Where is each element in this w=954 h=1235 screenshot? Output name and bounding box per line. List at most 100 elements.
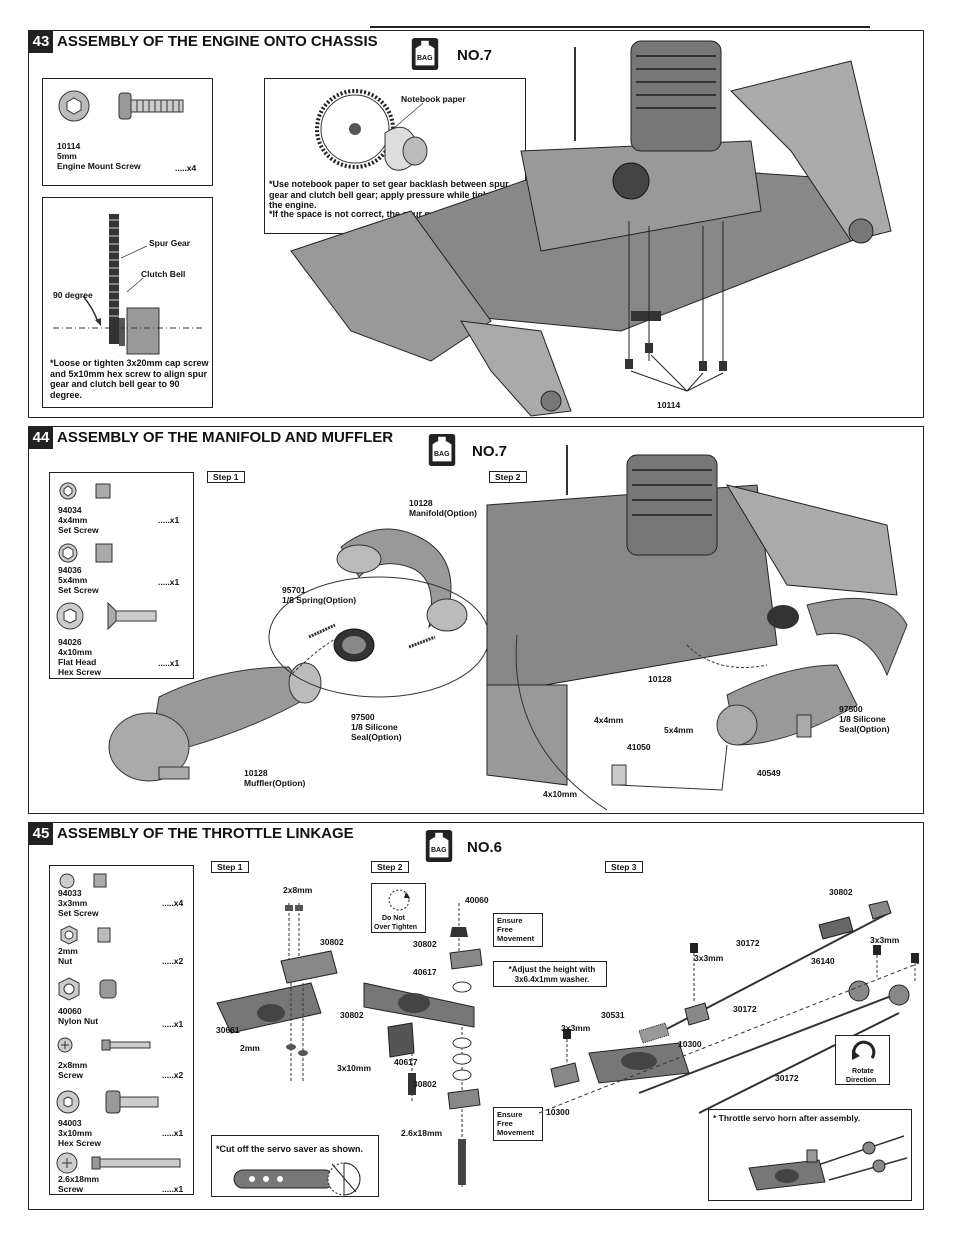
part-qty: .....x1: [162, 1019, 184, 1029]
part-name: Nut: [58, 956, 73, 966]
part-size: 5x4mm: [58, 575, 88, 585]
s3-30172b-label: 30172: [733, 1004, 757, 1014]
movement-label: Movement: [497, 1128, 535, 1137]
top-rule: [370, 26, 870, 28]
part-size: 2.6x18mm: [58, 1174, 100, 1184]
part-size: 4x10mm: [58, 647, 93, 657]
gear-alignment-box: Spur Gear Clutch Bell 90 degree *Loose o…: [42, 197, 213, 408]
part-size: 2mm: [58, 946, 78, 956]
section-title: ASSEMBLY OF THE MANIFOLD AND MUFFLER: [57, 429, 394, 446]
screw-icon: [118, 92, 184, 120]
servo-saver-box: *Cut off the servo saver as shown.: [211, 1135, 379, 1197]
angle-label: 90 degree: [53, 290, 93, 300]
bag-icon: [411, 37, 439, 71]
gear-note: *Loose or tighten 3x20mm cap screw and 5…: [50, 358, 209, 400]
s3-3x3b-label: 3x3mm: [870, 935, 900, 945]
do-not-label: Do Not: [382, 915, 405, 922]
notebook-paper-label: Notebook paper: [401, 94, 466, 104]
bag-number: NO.7: [457, 47, 493, 64]
section-title: ASSEMBLY OF THE THROTTLE LINKAGE: [57, 825, 354, 842]
assembled-horn-diagram: [748, 1135, 908, 1191]
servo-cut-note: *Cut off the servo saver as shown.: [216, 1144, 364, 1154]
long-screw-icon: [56, 1152, 181, 1174]
s3-30802-label: 30802: [829, 887, 853, 897]
servo-horn-step2-illustration: [363, 903, 483, 1188]
manifold-code: 10128: [409, 498, 433, 508]
screw-callout: 10114: [657, 400, 681, 410]
part-code: 94003: [58, 1118, 82, 1128]
s2-manifold-code: 10128: [648, 674, 672, 684]
muffler-chassis-illustration: [486, 445, 908, 811]
part-name: Set Screw: [58, 908, 99, 918]
clutch-bell-label: Clutch Bell: [141, 269, 186, 279]
paper-note-2: *If the space is not correct, the spur g…: [269, 209, 519, 219]
s2-40617b-label: 40617: [394, 1057, 418, 1067]
movement-label: Movement: [497, 934, 535, 943]
step-2-tag: Step 2: [371, 861, 409, 873]
seal-label-1: 1/8 Silicone: [351, 722, 398, 732]
direction-label: Direction: [846, 1077, 877, 1084]
bag-label: BAG: [434, 451, 450, 458]
part-code: 94034: [58, 505, 82, 515]
part-name: Hex Screw: [58, 1138, 101, 1148]
paper-note-1: *Use notebook paper to set gear backlash…: [269, 179, 516, 210]
s3-36140-label: 36140: [811, 956, 835, 966]
nut-icon: [60, 925, 111, 945]
rotate-arrow-icon: [852, 1040, 876, 1060]
dotted-circle-icon: [388, 889, 410, 911]
part-qty: .....x4: [175, 163, 197, 173]
part-name: Engine Mount Screw: [57, 161, 141, 171]
s2-40060-label: 40060: [465, 895, 489, 905]
bag-icon: [428, 433, 456, 467]
rotate-direction-box: Rotate Direction: [835, 1035, 890, 1085]
s1-30802-label: 30802: [320, 937, 344, 947]
s2-40549-label: 40549: [757, 768, 781, 778]
free-label: Free: [497, 1119, 513, 1128]
s2-5x4-label: 5x4mm: [664, 725, 694, 735]
part-qty: .....x1: [158, 515, 180, 525]
s1-2x8-label: 2x8mm: [283, 885, 313, 895]
part-name-2: Hex Screw: [58, 667, 101, 677]
part-size: 5mm: [57, 151, 77, 161]
adjust-height-note: *Adjust the height with 3x6.4x1mm washer…: [508, 965, 596, 984]
s3-10300b-label: 10300: [546, 1107, 570, 1117]
servo-saver-diagram: [233, 1162, 361, 1196]
spring-code: 95701: [282, 585, 306, 595]
chassis-engine-illustration: [290, 40, 892, 417]
part-qty: .....x2: [162, 956, 184, 966]
ensure-label: Ensure: [497, 916, 523, 925]
part-qty: .....x1: [158, 577, 180, 587]
part-qty: .....x1: [162, 1184, 184, 1194]
seal-label-2: Seal(Option): [351, 732, 402, 742]
over-tighten-label: Over Tighten: [374, 924, 418, 931]
ensure-label: Ensure: [497, 1110, 523, 1119]
parts-box: 10114 5mm Engine Mount Screw .....x4: [42, 78, 213, 186]
muffler-manifold-illustration: [108, 528, 490, 782]
s3-30531-label: 30531: [601, 1010, 625, 1020]
part-qty: .....x4: [162, 898, 184, 908]
hex-screw-icon: [56, 1090, 159, 1114]
parts-box: 94034 4x4mm Set Screw .....x1 94036 5x4m…: [49, 472, 194, 679]
section-44: 44 ASSEMBLY OF THE MANIFOLD AND MUFFLER …: [28, 426, 924, 814]
step-1-tag: Step 1: [211, 861, 249, 873]
bag-number: NO.7: [472, 443, 508, 460]
part-size: 3x10mm: [58, 1128, 93, 1138]
s1-2mm-label: 2mm: [240, 1043, 260, 1053]
s3-10300a-label: 10300: [678, 1039, 702, 1049]
spring-label: 1/8 Spring(Option): [282, 595, 357, 605]
s2-30802b-label: 30802: [340, 1010, 364, 1020]
part-qty: .....x1: [158, 658, 180, 668]
servo-horn-step1-illustration: [216, 903, 338, 1083]
s2-3x10-label: 3x10mm: [337, 1063, 372, 1073]
part-qty: .....x1: [162, 1128, 184, 1138]
s2-seal-label-1: 1/8 Silicone: [839, 714, 886, 724]
spur-gear-label: Spur Gear: [149, 238, 191, 248]
s2-seal-code: 97500: [839, 704, 863, 714]
bag-label: BAG: [417, 55, 433, 62]
set-screw-icon: [58, 543, 113, 563]
s2-26x18-label: 2.6x18mm: [401, 1128, 443, 1138]
step-number: 43: [29, 31, 53, 53]
rotate-label: Rotate: [852, 1068, 874, 1075]
flange-nut-icon: [58, 90, 90, 122]
part-name: Flat Head: [58, 657, 97, 667]
